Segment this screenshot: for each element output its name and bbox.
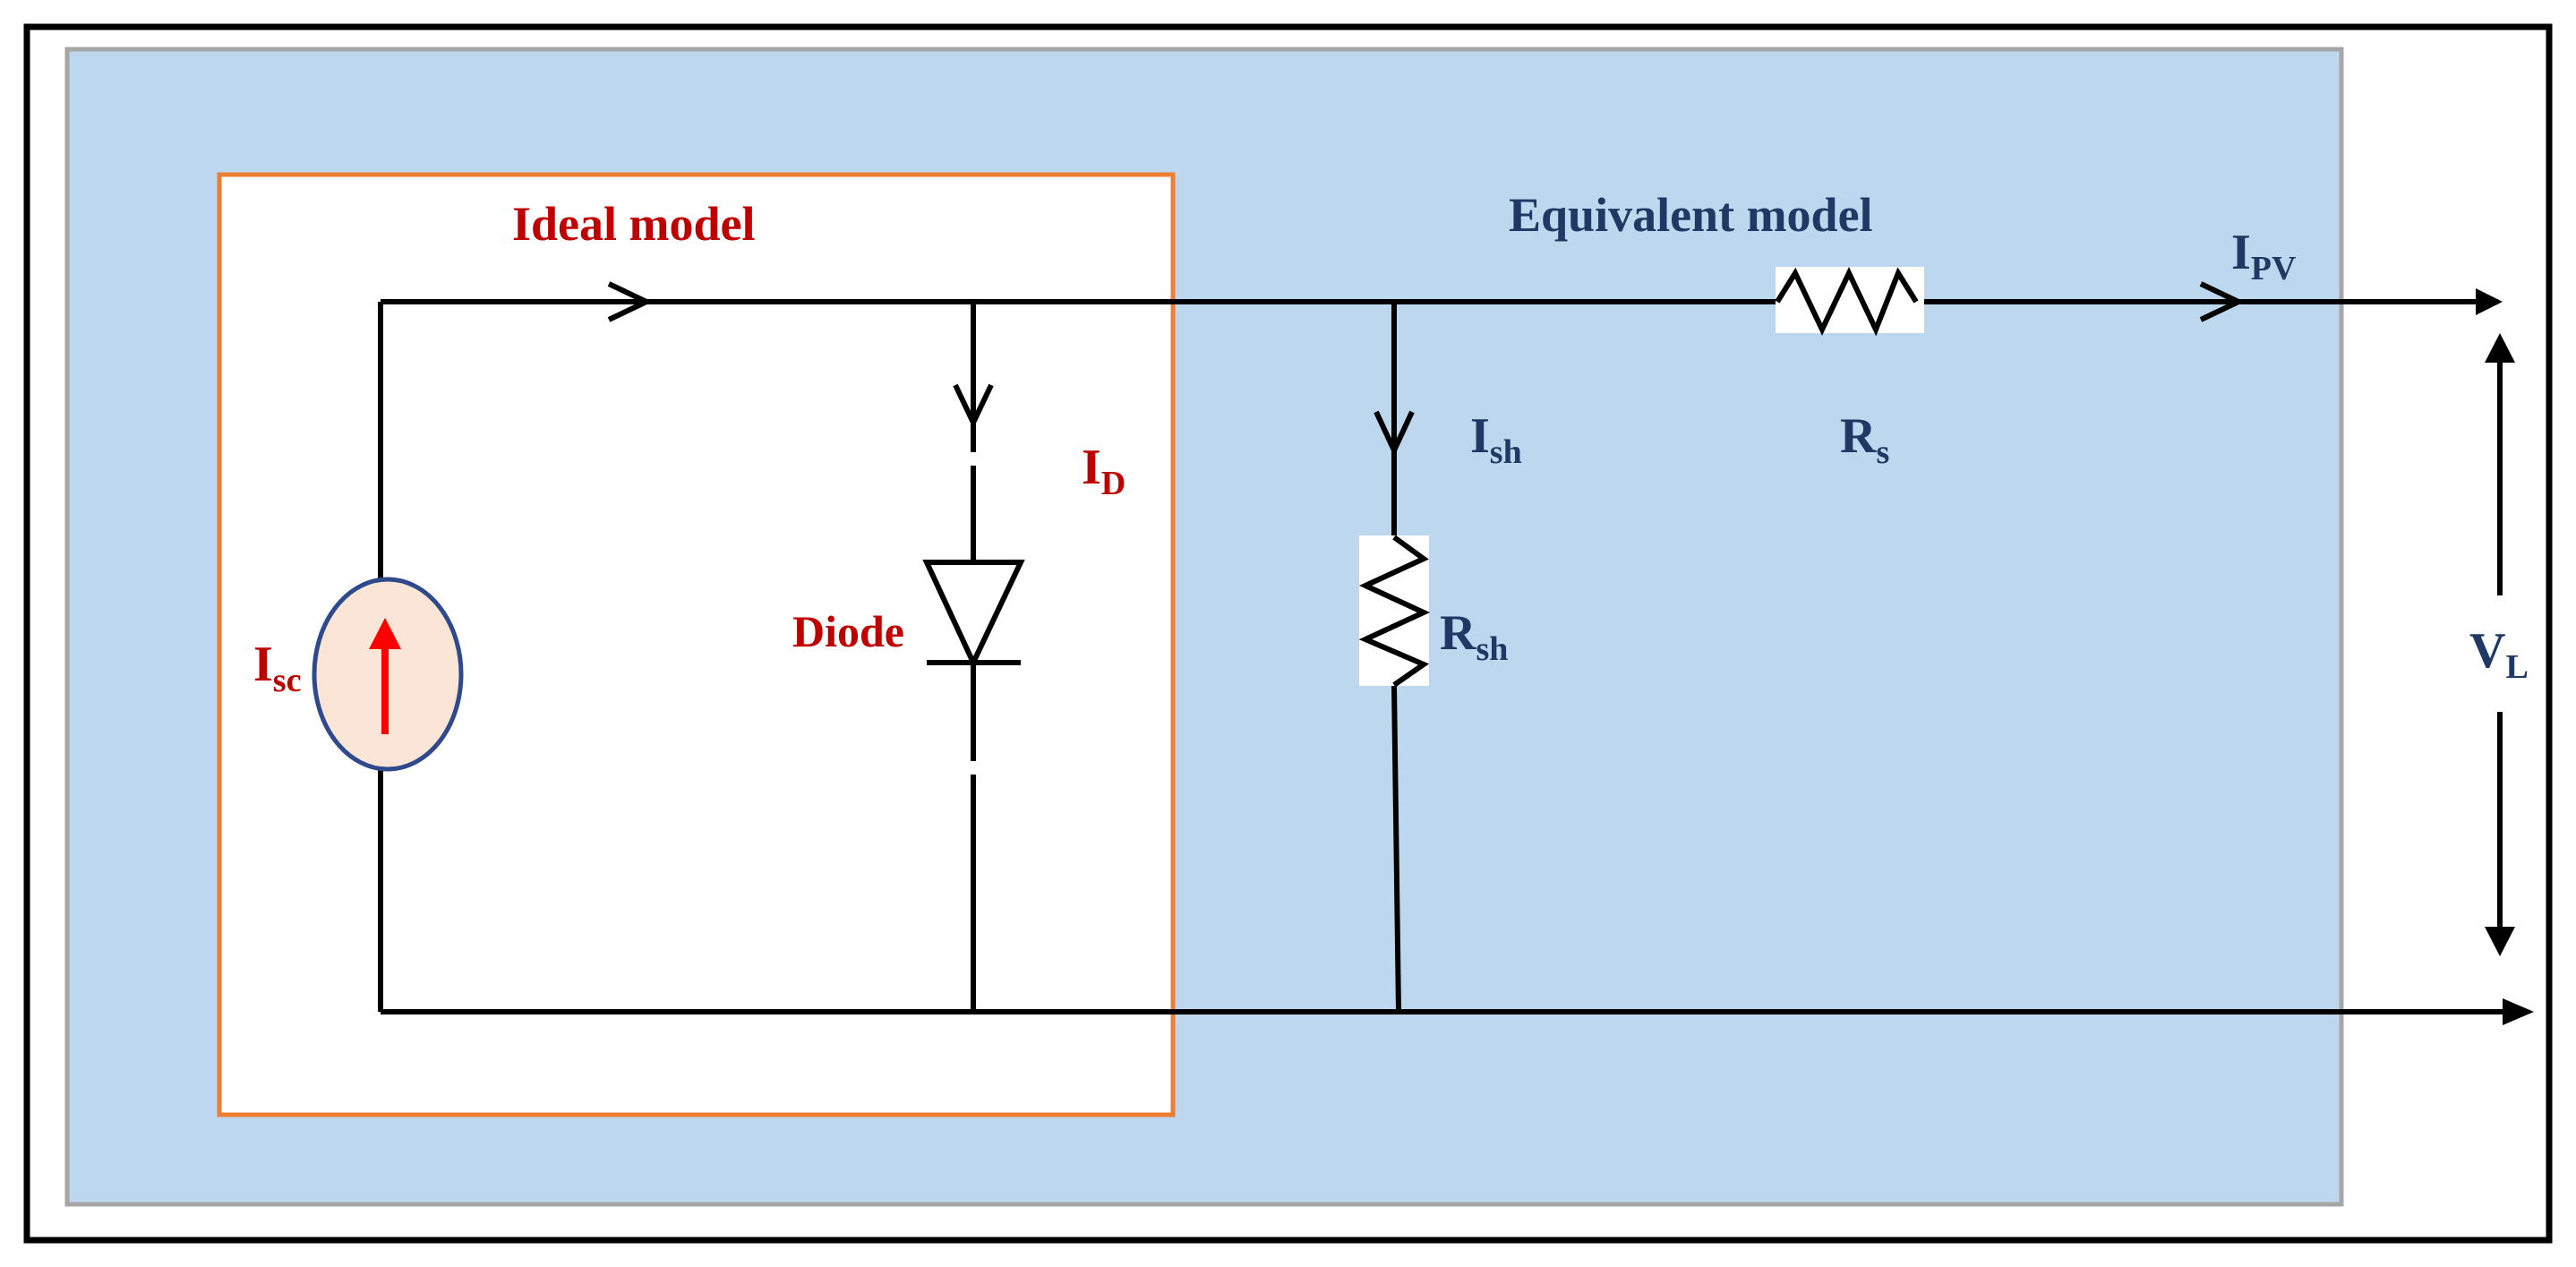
diode-symbol-icon	[922, 560, 1025, 670]
current-source	[312, 577, 464, 772]
shunt-resistor-icon	[1358, 535, 1431, 688]
diode-current-arrow-icon	[953, 383, 994, 429]
pv-current-label: IPV	[2231, 225, 2297, 287]
short-circuit-current-label: Isc	[253, 637, 301, 699]
shunt-current-label: Ish	[1470, 408, 1522, 471]
ideal-current-arrow-icon	[607, 281, 653, 322]
shunt-current-arrow-icon	[1374, 410, 1415, 458]
ideal-model-label: Ideal model	[512, 197, 756, 251]
load-voltage-arrow-icon	[2485, 333, 2515, 956]
diode-current-label: ID	[1082, 440, 1125, 502]
series-resistor-icon	[1775, 267, 1919, 337]
load-voltage-label: VL	[2469, 623, 2529, 686]
shunt-resistance-label: Rsh	[1440, 605, 1508, 668]
ipv-current-arrow-icon	[2199, 281, 2245, 322]
bottom-wire-arrow-tip	[2503, 998, 2534, 1025]
shunt-branch	[1391, 302, 1401, 1013]
diode-label: Diode	[792, 606, 904, 656]
equivalent-model-label: Equivalent model	[1509, 188, 1873, 242]
series-resistance-label: Rs	[1840, 408, 1889, 471]
top-wire-arrow-tip	[2476, 288, 2503, 315]
